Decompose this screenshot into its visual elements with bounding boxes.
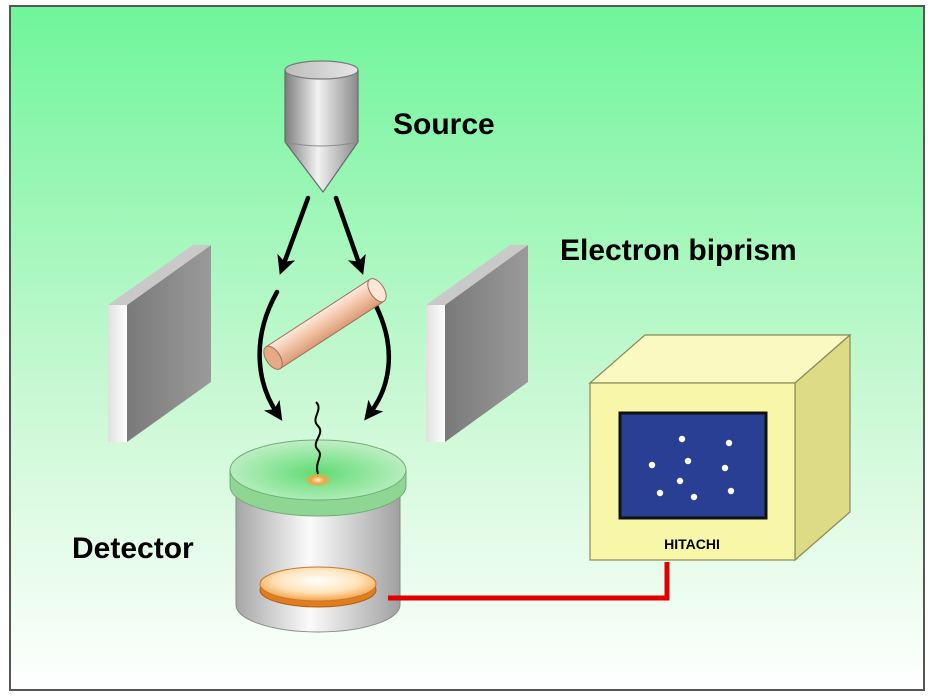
biprism-wire-icon [263,278,387,370]
screen-dot [727,487,735,495]
biprism-label: Electron biprism [560,234,797,267]
electron-beam-arrows [257,195,392,421]
screen-dot [684,457,692,465]
monitor-icon: HITACHI [588,333,852,562]
detector-label: Detector [72,532,194,565]
monitor-screen [618,411,768,520]
beam-arrow-right-upper [333,195,366,275]
signal-cable [388,562,670,601]
scintillator-disc [259,566,377,602]
source-label: Source [393,108,495,141]
screen-dot [721,464,729,472]
screen-dots [648,435,735,501]
screen-dot [725,439,733,447]
screen-dot [678,435,686,443]
electron-wave-icon [314,401,322,475]
beam-arrow-left-upper [277,195,311,275]
right-electrode-plate [426,245,528,442]
screen-dot [676,477,684,485]
screen-dot [656,489,664,497]
electron-source-icon [284,60,359,194]
left-electrode-plate [108,245,211,442]
beam-arrow-left-lower [257,289,283,421]
monitor-brand-label: HITACHI [664,536,720,552]
detector-icon [229,439,407,633]
screen-dot [648,461,656,469]
screen-dot [690,493,698,501]
beam-arrow-right-lower [364,297,392,421]
electron-spot [304,473,332,487]
